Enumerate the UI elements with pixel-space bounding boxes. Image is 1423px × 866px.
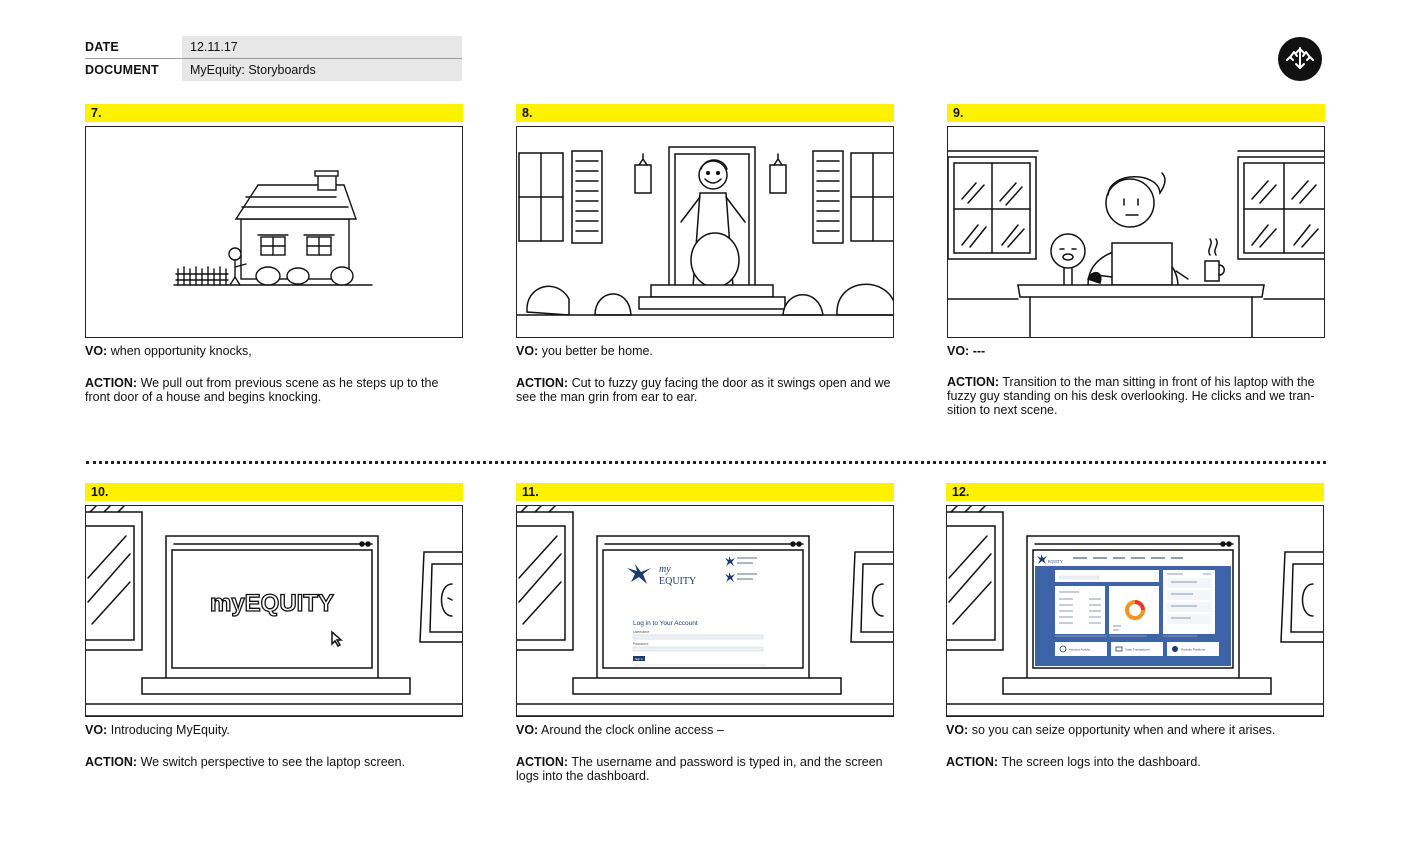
vo-label: VO: bbox=[947, 344, 970, 358]
panel-caption: VO: --- ACTION: Transition to the man si… bbox=[947, 344, 1325, 417]
portfolio-positions-label: Portfolio Positions bbox=[1181, 648, 1206, 652]
portfolio-chart-card bbox=[1109, 586, 1159, 634]
date-row: DATE 12.11.17 bbox=[85, 36, 462, 58]
action-text: The username and password is typed in, a… bbox=[516, 755, 883, 783]
panel-number: 11. bbox=[516, 483, 894, 501]
storyboard-panel-11: 11. my EQUI bbox=[516, 483, 894, 783]
panel-caption: VO: Around the clock online access – ACT… bbox=[516, 723, 894, 783]
vo-text: you better be home. bbox=[541, 344, 653, 358]
date-value: 12.11.17 bbox=[182, 36, 462, 58]
action-text: We switch perspective to see the laptop … bbox=[140, 755, 406, 769]
dashboard-logo-icon bbox=[1037, 554, 1047, 564]
vo-text: --- bbox=[972, 344, 986, 358]
login-title: Log in to Your Account bbox=[633, 620, 698, 627]
action-text: Transition to the man sitting in front o… bbox=[947, 375, 1315, 417]
panel-illustration-laptop-login: my EQUITY Log in to Your Account Usernam… bbox=[516, 505, 894, 717]
action-label: ACTION: bbox=[947, 375, 1000, 389]
partner-logo-icon bbox=[725, 572, 735, 582]
sign-in-button[interactable] bbox=[633, 656, 645, 661]
login-logo-equity: EQUITY bbox=[659, 576, 696, 587]
storyboard-panel-7: 7. bbox=[85, 104, 463, 404]
action-text: The screen logs into the dashboard. bbox=[1001, 755, 1201, 769]
panel-illustration-laptop-brand: myEQUITY bbox=[85, 505, 463, 717]
panel-illustration-laptop-dashboard: EQUITY Accou bbox=[946, 505, 1324, 717]
storyboard-panel-10: 10. myEQUITY bbox=[85, 483, 463, 769]
document-value: MyEquity: Storyboards bbox=[182, 59, 462, 81]
action-label: ACTION: bbox=[516, 755, 569, 769]
cash-transactions-button[interactable] bbox=[1111, 642, 1163, 656]
username-input[interactable] bbox=[632, 634, 764, 640]
panel-number: 12. bbox=[946, 483, 1324, 501]
panel-caption: VO: Introducing MyEquity. ACTION: We swi… bbox=[85, 723, 463, 769]
vo-text: when opportunity knocks, bbox=[110, 344, 252, 358]
login-screen: my EQUITY Log in to Your Account Usernam… bbox=[627, 556, 767, 666]
portfolio-positions-button[interactable] bbox=[1167, 642, 1219, 656]
action-label: ACTION: bbox=[516, 376, 569, 390]
document-meta: DATE 12.11.17 DOCUMENT MyEquity: Storybo… bbox=[85, 36, 462, 81]
action-label: ACTION: bbox=[946, 755, 999, 769]
date-label: DATE bbox=[85, 40, 119, 54]
brand-wordmark: myEQUITY bbox=[210, 590, 334, 617]
storyboard-panel-9: 9. bbox=[947, 104, 1325, 417]
panel-caption: VO: so you can seize opportunity when an… bbox=[946, 723, 1324, 769]
account-summary-card bbox=[1055, 586, 1105, 634]
panel-caption: VO: when opportunity knocks, ACTION: We … bbox=[85, 344, 463, 404]
account-activity-button[interactable] bbox=[1055, 642, 1107, 656]
star-logo-icon bbox=[627, 564, 651, 584]
sign-in-label: Sign In bbox=[635, 658, 643, 661]
vo-label: VO: bbox=[516, 344, 539, 358]
password-input[interactable] bbox=[632, 646, 764, 652]
document-label: DOCUMENT bbox=[85, 63, 159, 77]
row-divider bbox=[86, 461, 1326, 464]
panel-number: 9. bbox=[947, 104, 1325, 122]
login-logo-my: my bbox=[659, 564, 671, 575]
document-row: DOCUMENT MyEquity: Storyboards bbox=[85, 58, 462, 81]
dashboard-brand: EQUITY bbox=[1048, 559, 1063, 564]
password-label: Password bbox=[633, 642, 648, 646]
agency-logo-icon bbox=[1278, 37, 1322, 81]
action-text: We pull out from previous scene as he st… bbox=[85, 376, 439, 404]
vo-label: VO: bbox=[516, 723, 539, 737]
username-label: Username bbox=[633, 630, 649, 634]
panel-illustration-doorway bbox=[516, 126, 894, 338]
vo-text: Around the clock online access – bbox=[541, 723, 724, 737]
vo-text: so you can seize opportunity when and wh… bbox=[971, 723, 1276, 737]
cash-transactions-label: Cash Transactions bbox=[1125, 648, 1150, 652]
vo-label: VO: bbox=[85, 723, 108, 737]
vo-label: VO: bbox=[85, 344, 108, 358]
storyboard-panel-8: 8. bbox=[516, 104, 894, 404]
panel-illustration-desk bbox=[947, 126, 1325, 338]
storyboard-panel-12: 12. EQUITY bbox=[946, 483, 1324, 769]
vo-text: Introducing MyEquity. bbox=[110, 723, 230, 737]
panel-number: 10. bbox=[85, 483, 463, 501]
action-label: ACTION: bbox=[85, 755, 138, 769]
dashboard-screen: EQUITY Accou bbox=[1035, 552, 1231, 666]
vo-label: VO: bbox=[946, 723, 969, 737]
panel-caption: VO: you better be home. ACTION: Cut to f… bbox=[516, 344, 894, 404]
account-activity-label: Account Activity bbox=[1069, 648, 1091, 652]
panel-number: 7. bbox=[85, 104, 463, 122]
panel-illustration-house bbox=[85, 126, 463, 338]
partner-logo-icon bbox=[725, 556, 735, 566]
action-text: Cut to fuzzy guy facing the door as it s… bbox=[516, 376, 891, 404]
panel-number: 8. bbox=[516, 104, 894, 122]
action-label: ACTION: bbox=[85, 376, 138, 390]
